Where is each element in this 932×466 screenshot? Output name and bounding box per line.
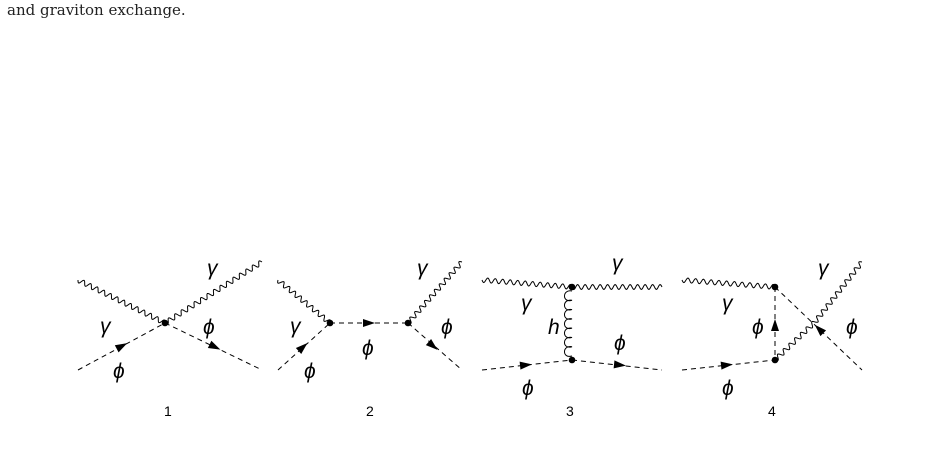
- label-photon: γ: [818, 257, 830, 280]
- arrow: [207, 340, 221, 350]
- diagram-number: 2: [366, 403, 374, 419]
- arrow: [114, 343, 128, 353]
- label-photon: γ: [722, 292, 734, 315]
- photon-line: [681, 277, 776, 290]
- diagram-number: 3: [566, 403, 574, 419]
- photon-line: [774, 320, 816, 362]
- label-graviton: h: [548, 316, 560, 339]
- vertex: [568, 283, 576, 291]
- arrow: [425, 339, 438, 350]
- graviton-line: [564, 290, 573, 357]
- label-scalar: ϕ: [113, 360, 125, 383]
- label-photon: γ: [417, 257, 429, 280]
- photon-line: [571, 284, 663, 290]
- photon-line: [481, 277, 573, 290]
- arrow: [720, 361, 733, 370]
- label-photon: γ: [612, 252, 624, 275]
- arrow: [363, 319, 375, 327]
- label-scalar: ϕ: [441, 316, 453, 339]
- photon-line: [77, 279, 166, 324]
- photon-line: [277, 279, 331, 324]
- scalar-line: [774, 286, 863, 371]
- label-scalar: ϕ: [846, 316, 858, 339]
- label-scalar: ϕ: [614, 332, 626, 355]
- photon-line: [164, 260, 263, 325]
- diagram-4: γ γ ϕ ϕ ϕ 4: [681, 257, 863, 419]
- label-scalar: ϕ: [203, 316, 215, 339]
- label-scalar: ϕ: [304, 360, 316, 383]
- vertex: [771, 283, 779, 291]
- diagram-number: 4: [768, 403, 776, 419]
- label-photon: γ: [290, 315, 302, 338]
- diagram-1: γ γ ϕ ϕ 1: [77, 257, 263, 419]
- vertex: [771, 356, 779, 364]
- arrow: [771, 319, 779, 331]
- vertex: [326, 319, 334, 327]
- label-photon: γ: [521, 292, 533, 315]
- arrow: [613, 360, 626, 369]
- arrow: [814, 324, 827, 337]
- diagram-2: γ γ ϕ ϕ ϕ 2: [277, 257, 463, 419]
- caption-text: and graviton exchange.: [7, 1, 186, 19]
- vertex: [568, 356, 576, 364]
- scalar-line: [407, 322, 463, 371]
- label-scalar: ϕ: [362, 337, 374, 360]
- vertex: [161, 319, 169, 327]
- diagram-3: γ γ h ϕ ϕ 3: [481, 252, 663, 419]
- diagram-number: 1: [164, 403, 172, 419]
- scalar-line: [277, 322, 331, 371]
- label-scalar: ϕ: [752, 316, 764, 339]
- photon-line: [814, 261, 863, 323]
- label-photon: γ: [207, 257, 219, 280]
- label-photon: γ: [100, 315, 112, 338]
- arrow: [295, 342, 308, 354]
- label-scalar: ϕ: [722, 377, 734, 400]
- vertex: [404, 319, 412, 327]
- arrow: [519, 361, 532, 370]
- photon-line: [407, 261, 463, 324]
- label-scalar: ϕ: [522, 377, 534, 400]
